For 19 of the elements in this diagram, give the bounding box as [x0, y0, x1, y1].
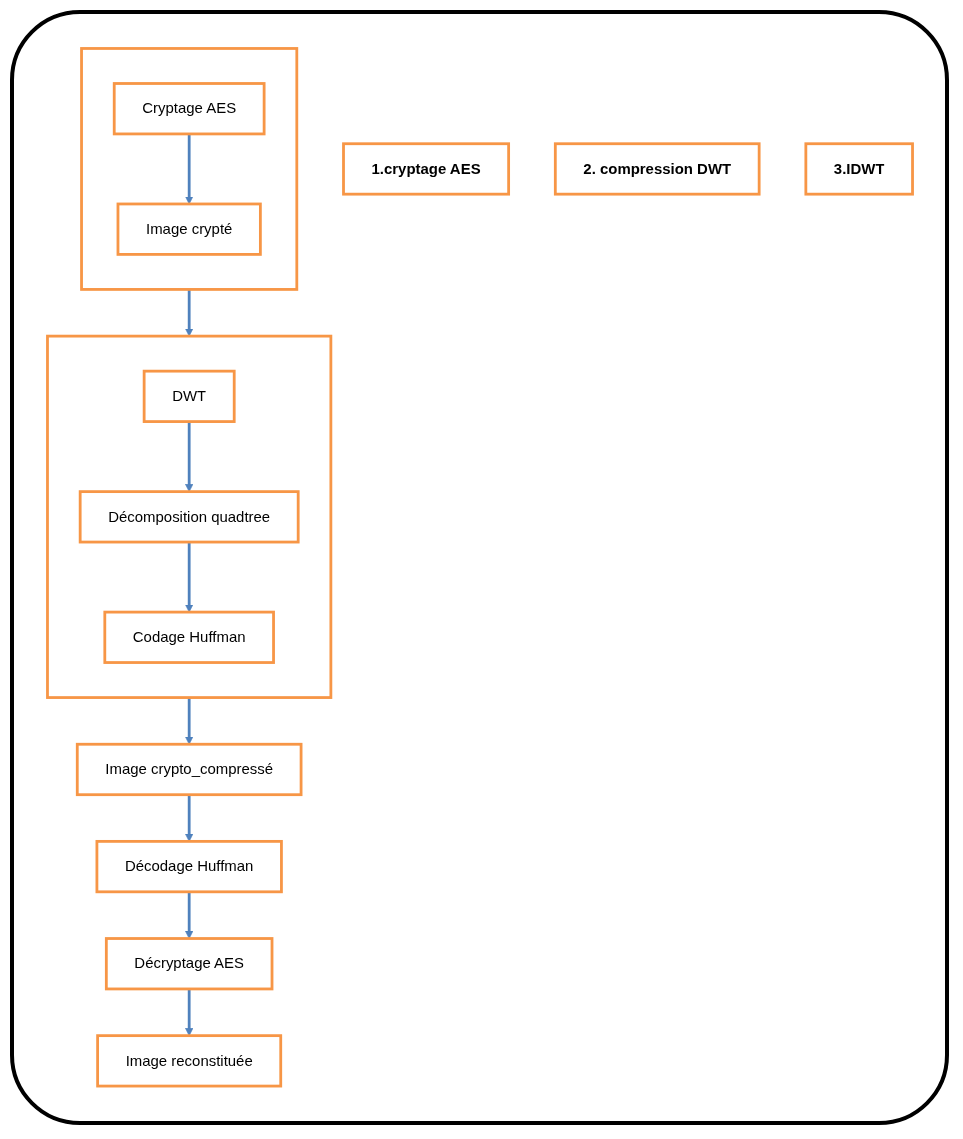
node-box: Codage Huffman	[102, 610, 275, 665]
node-box: 1.cryptage AES	[341, 142, 510, 196]
node-box: Image reconstituée	[95, 1034, 282, 1088]
arrow	[184, 542, 193, 613]
cluster	[79, 47, 298, 292]
cluster	[45, 334, 332, 700]
arrow	[184, 794, 193, 842]
arrow	[184, 134, 193, 205]
node-box: 3.IDWT	[803, 142, 914, 196]
node-box: Image crypté	[116, 202, 262, 256]
node-box: Décodage Huffman	[95, 840, 283, 894]
node-box: Image crypto_compressé	[75, 743, 302, 797]
node-box: Décryptage AES	[104, 937, 273, 991]
node-box: Cryptage AES	[112, 82, 265, 136]
arrow	[184, 289, 193, 337]
node-box: 2. compression DWT	[553, 142, 761, 196]
node-box: DWT	[142, 369, 236, 424]
arrow	[184, 697, 193, 745]
node-box: Décomposition quadtree	[78, 490, 300, 544]
